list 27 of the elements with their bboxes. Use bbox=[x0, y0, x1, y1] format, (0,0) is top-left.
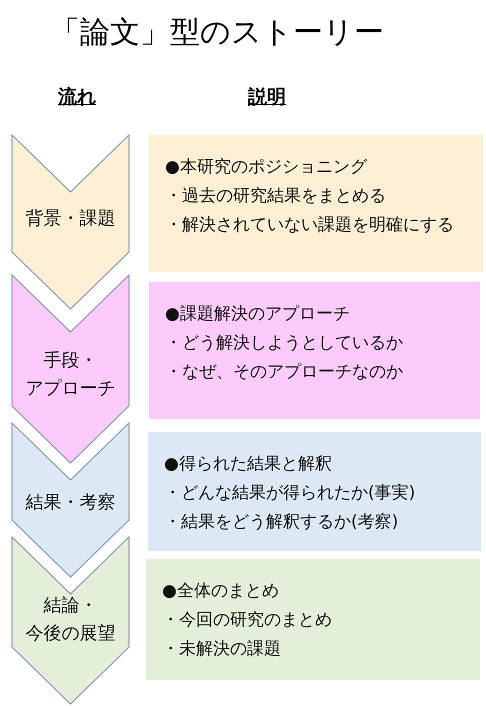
step-label: 結論・今後の展望 bbox=[24, 594, 116, 646]
bullet-text: ・今回の研究のまとめ bbox=[162, 609, 333, 632]
description-panel bbox=[149, 282, 480, 419]
step-label: 手段・アプローチ bbox=[24, 349, 116, 401]
bullet-text: ・解決されていない課題を明確にする bbox=[165, 214, 455, 237]
bullet-text: ・どう解決しようとしているか bbox=[165, 332, 404, 355]
bullet-text: ・どんな結果が得られたか(事実) bbox=[164, 482, 416, 505]
description-panel bbox=[146, 559, 480, 680]
description-heading: ●得られた結果と解釈 bbox=[164, 453, 333, 476]
step-label: 結果・考察 bbox=[24, 491, 116, 515]
chevron-step bbox=[12, 135, 129, 309]
description-heading: ●本研究のポジショニング bbox=[165, 156, 368, 179]
chevron-step bbox=[12, 423, 129, 577]
step-label: 背景・課題 bbox=[24, 207, 116, 231]
description-panel bbox=[149, 135, 483, 272]
column-header: 説明 bbox=[248, 85, 286, 110]
description-panel bbox=[148, 432, 481, 551]
description-heading: ●課題解決のアプローチ bbox=[165, 303, 351, 326]
description-heading: ●全体のまとめ bbox=[162, 580, 280, 603]
bullet-text: ・なぜ、そのアプローチなのか bbox=[165, 361, 404, 384]
bullet-text: ・結果をどう解釈するか(考察) bbox=[164, 511, 400, 534]
bullet-text: ・未解決の課題 bbox=[162, 638, 282, 661]
chevron-step bbox=[12, 537, 129, 704]
title: 「論文」型のストーリー bbox=[50, 14, 384, 52]
bullet-text: ・過去の研究結果をまとめる bbox=[165, 185, 387, 208]
chevron-step bbox=[12, 275, 129, 463]
column-header: 流れ bbox=[58, 85, 96, 110]
